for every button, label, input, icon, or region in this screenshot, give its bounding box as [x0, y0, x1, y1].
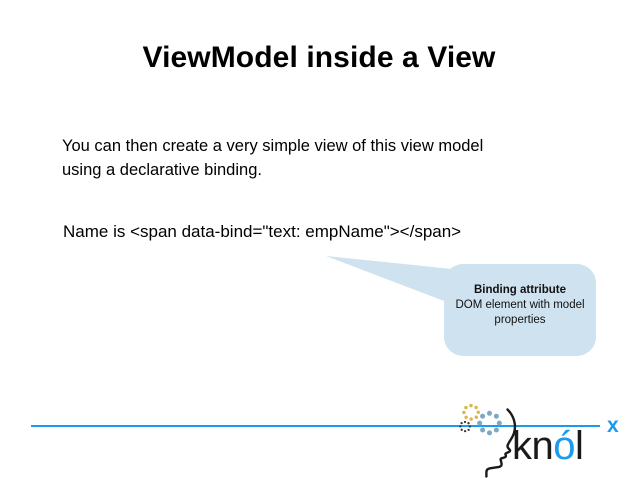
body-paragraph-line-2: using a declarative binding.	[62, 161, 262, 179]
brand-logo: knól x	[455, 403, 630, 478]
callout-bubble: Binding attribute DOM element with model…	[326, 256, 596, 356]
callout-subtext: DOM element with model properties	[455, 299, 585, 326]
logo-wordmark: knól	[512, 424, 584, 468]
body-paragraph: You can then create a very simple view o…	[62, 134, 594, 182]
logo-word-part2: l	[575, 424, 584, 468]
callout-tail-icon	[326, 256, 452, 304]
page-title: ViewModel inside a View	[142, 41, 496, 74]
footer-divider	[31, 425, 600, 427]
callout-text: Binding attribute DOM element with model…	[444, 283, 596, 328]
code-sample-line: Name is <span data-bind="text: empName">…	[63, 222, 462, 241]
logo-word-accent: ó	[553, 424, 575, 468]
head-profile-gears-icon	[459, 403, 517, 478]
callout-heading: Binding attribute	[474, 284, 566, 296]
callout-body	[444, 264, 596, 356]
logo-word-part1: kn	[512, 424, 554, 468]
logo-superscript: x	[607, 414, 619, 437]
body-paragraph-line-1: You can then create a very simple view o…	[62, 137, 484, 155]
